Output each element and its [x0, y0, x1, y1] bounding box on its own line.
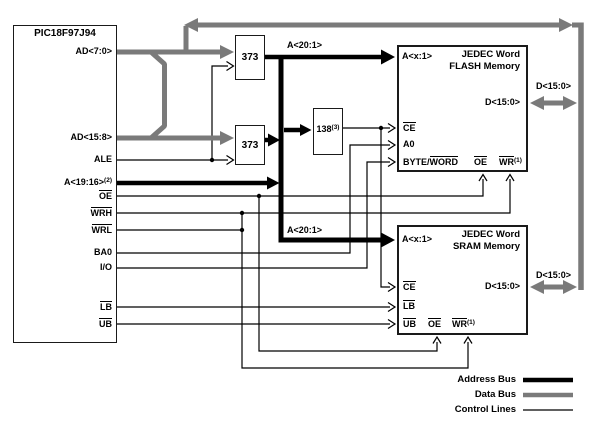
flash-pin-wr: WR(1)	[499, 156, 522, 169]
pic-pin-wrh: WRH	[13, 207, 112, 219]
pic-pin-ad7-0: AD<7:0>	[75, 46, 112, 56]
pic-title: PIC18F97J94	[34, 28, 96, 39]
junction-dots	[209, 125, 384, 233]
legend-data-bus: Data Bus	[474, 389, 516, 400]
flash-word-label: WORD	[429, 156, 459, 167]
pic-pin-wrl: WRL	[13, 224, 112, 236]
decoder-138-box	[313, 108, 343, 155]
wrh-label: WRH	[90, 207, 112, 218]
flash-title-line2: FLASH Memory	[449, 61, 520, 72]
note-1-superscript-flash: (1)	[514, 157, 522, 164]
pic-pin-lb: LB	[13, 301, 112, 313]
pic-pin-ba0: BA0	[93, 247, 112, 257]
latch-373-upper-label: 373	[241, 52, 259, 63]
data-bus-label-flash: D<15:0>	[536, 81, 572, 91]
pic-pin-ad15-8: AD<15:8>	[70, 132, 112, 142]
data-bus	[117, 18, 584, 294]
latch-373-upper-box	[235, 35, 265, 80]
sram-title: JEDEC Word SRAM Memory	[398, 229, 520, 253]
note-3-superscript: (3)	[331, 124, 340, 131]
flash-pin-d: D<15:0>	[484, 97, 520, 107]
flash-pin-byte-word: BYTE/WORD	[403, 156, 459, 168]
latch-373-lower-box	[235, 125, 265, 165]
flash-wr-label: WR	[499, 156, 514, 167]
decoder-138-label: 138(3)	[311, 124, 345, 136]
flash-title: JEDEC Word FLASH Memory	[398, 49, 520, 73]
flash-ce-label: CE	[403, 122, 416, 133]
sram-ub-label: UB	[403, 318, 416, 329]
data-bus-label-sram: D<15:0>	[536, 270, 572, 280]
flash-byte-label: BYTE/	[403, 157, 430, 167]
sram-memory-box	[397, 225, 528, 335]
sram-pin-ub: UB	[403, 318, 416, 330]
flash-pin-a: A<x:1>	[402, 51, 433, 61]
flash-pin-oe: OE	[474, 156, 488, 168]
legend-address-bus: Address Bus	[457, 374, 516, 385]
flash-memory-box	[397, 45, 528, 172]
sram-wr-label: WR	[452, 318, 467, 329]
sram-pin-a: A<x:1>	[402, 234, 433, 244]
pic-pin-a19-16: A<19:16>(2)	[13, 177, 112, 189]
address-bus-label-bottom: A<20:1>	[287, 225, 323, 235]
sram-oe-label: OE	[428, 318, 442, 329]
sram-pin-wr: WR(1)	[452, 318, 475, 331]
flash-title-line1: JEDEC Word	[461, 49, 520, 60]
note-2-superscript: (2)	[104, 177, 112, 184]
sram-pin-d: D<15:0>	[484, 281, 520, 291]
pic-pin-ale: ALE	[94, 154, 112, 164]
flash-pin-a0: A0	[403, 139, 415, 149]
address-bus-label-top: A<20:1>	[287, 40, 323, 50]
sram-pin-oe: OE	[428, 318, 442, 330]
pic-pin-a19-16-text: A<19:16>	[64, 177, 105, 187]
decoder-138-text: 138	[316, 124, 332, 134]
note-1-superscript-sram: (1)	[467, 319, 475, 326]
latch-373-lower-label: 373	[241, 140, 259, 151]
address-bus	[117, 49, 395, 248]
lb-label: LB	[100, 301, 112, 312]
flash-oe-label: OE	[474, 156, 488, 167]
sram-pin-lb: LB	[403, 300, 415, 312]
pic-pin-oe: OE	[13, 190, 112, 202]
legend-control-lines: Control Lines	[454, 404, 516, 415]
ub-label: UB	[99, 318, 112, 329]
sram-lb-label: LB	[403, 300, 415, 311]
sram-ce-label: CE	[403, 281, 416, 292]
pic-pin-ub: UB	[13, 318, 112, 330]
control-lines	[117, 60, 515, 369]
sram-title-line2: SRAM Memory	[452, 241, 520, 252]
legend-samples	[523, 377, 573, 411]
pic-mcu-box	[13, 25, 117, 343]
sram-pin-ce: CE	[403, 281, 416, 293]
sram-title-line1: JEDEC Word	[461, 229, 520, 240]
oe-label: OE	[98, 190, 112, 201]
flash-pin-ce: CE	[403, 122, 416, 134]
pic-pin-io: I/O	[99, 262, 112, 272]
wrl-label: WRL	[91, 224, 112, 235]
